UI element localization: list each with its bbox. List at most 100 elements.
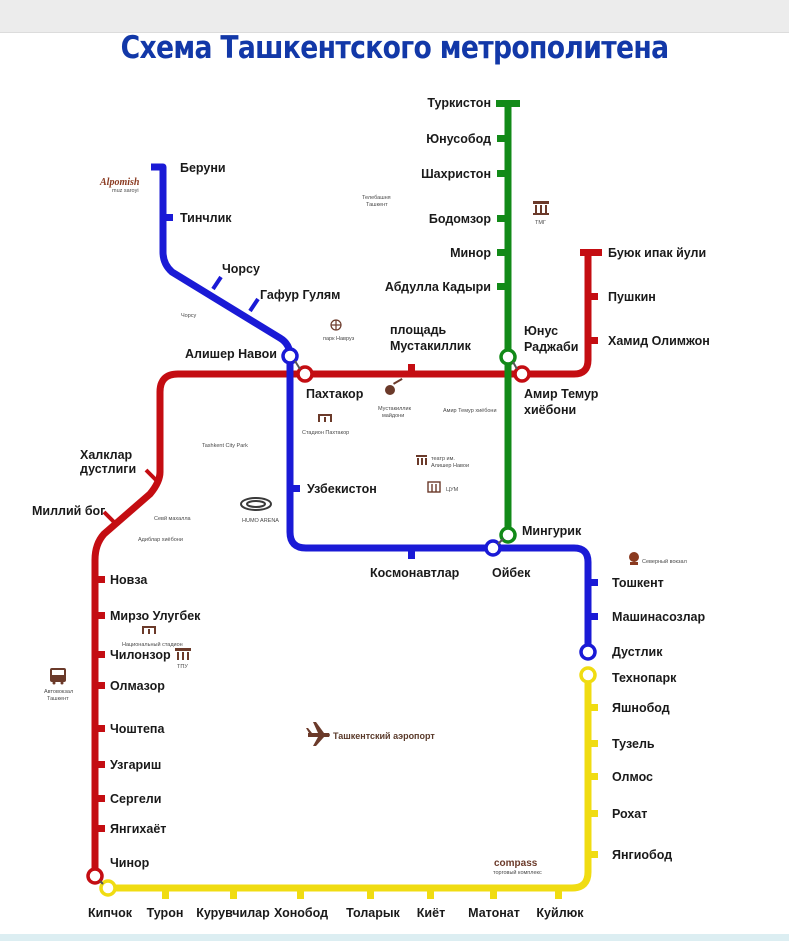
station-label-rohat: Рохат xyxy=(612,807,647,821)
station-tick-novza xyxy=(97,576,105,583)
station-tick-minor xyxy=(497,249,505,256)
station-label-chilonzor: Чилонзор xyxy=(110,648,171,662)
station-label-xalqlar2: дустлиги xyxy=(80,462,136,476)
station-label-yunus2: Раджаби xyxy=(524,340,578,354)
station-label-toshkent: Тошкент xyxy=(612,576,664,590)
interchange-qipchoq xyxy=(99,879,117,897)
landmark-tpu: ТПУ xyxy=(177,664,188,670)
station-tick-bodomzor xyxy=(497,215,505,222)
station-label-xalqlar1: Халклар xyxy=(80,448,133,462)
tmg-icon xyxy=(533,201,549,215)
station-tick-shahriston xyxy=(497,170,505,177)
station-label-qiyot: Киёт xyxy=(417,906,445,920)
station-label-shahriston: Шахристон xyxy=(421,167,491,181)
interchange-texnopark xyxy=(579,666,597,684)
station-tick-yunusobod xyxy=(497,135,505,142)
station-tick-milliy xyxy=(102,510,116,524)
station-tick-quruvchilar xyxy=(230,891,237,899)
landmark-tsum: ЦУМ xyxy=(446,487,459,493)
station-label-alisher: Алишер Навои xyxy=(185,347,277,361)
severny-vokzal-icon xyxy=(629,552,639,565)
station-tick-toshkent xyxy=(590,579,598,586)
station-tick-quyluq xyxy=(555,891,562,899)
station-label-minor: Минор xyxy=(450,246,491,260)
station-label-bodomzor: Бодомзор xyxy=(429,212,491,226)
green-line-ticks xyxy=(497,135,505,290)
station-label-milliy: Миллий бог xyxy=(32,504,105,518)
station-label-turon: Турон xyxy=(147,906,184,920)
landmark-tmg: ТМГ xyxy=(535,220,546,226)
landmark-adiblar: Адиблар хиёбони xyxy=(138,537,183,543)
theatre-icon xyxy=(416,455,427,465)
station-tick-pushkin xyxy=(590,293,598,300)
station-tick-kosmonavtlar xyxy=(408,551,415,559)
landmark-park-navruz: парк Навруз xyxy=(323,336,355,342)
station-label-uzbekiston: Узбекистон xyxy=(307,482,377,496)
station-label-yunusobod: Юнусобод xyxy=(426,132,491,146)
station-tick-xalqlar xyxy=(144,468,158,482)
red-line-ticks xyxy=(97,293,598,832)
landmark-avtovokzal-2: Ташкент xyxy=(47,696,69,702)
station-tick-mashinasozlar xyxy=(590,613,598,620)
green-terminus-cap xyxy=(496,100,520,107)
station-tick-uzgarish xyxy=(97,761,105,768)
landmark-mustaqillik-1: Мустакиллик xyxy=(378,406,412,412)
interchange-link-mingurik-oybek xyxy=(497,538,504,545)
station-tick-tolariq xyxy=(367,891,374,899)
station-tick-yangiobod xyxy=(590,851,598,858)
landmark-airport: Ташкентский аэропорт xyxy=(333,731,435,741)
landmark-humo-arena: HUMO ARENA xyxy=(242,518,279,524)
station-label-gafur: Гафур Гулям xyxy=(260,288,340,302)
station-label-tolariq: Толарык xyxy=(346,906,400,920)
bottom-bar xyxy=(0,934,789,941)
station-label-mashinasozlar: Машинасозлар xyxy=(612,610,705,624)
landmark-tv-tower-1: Телебашня xyxy=(362,195,391,201)
station-label-quruvchilar: Курувчилар xyxy=(196,906,270,920)
station-tick-abdulla xyxy=(497,283,505,290)
station-label-olmos: Олмос xyxy=(612,770,653,784)
station-label-yangihayot: Янгихаёт xyxy=(110,822,166,836)
station-label-chinor: Чинор xyxy=(110,856,150,870)
station-tick-xonobod xyxy=(297,891,304,899)
landmark-stadion-paxtakor: Стадион Пахтакор xyxy=(302,430,349,436)
landmark-tashkent-city-park: Tashkent City Park xyxy=(202,443,248,449)
landmark-severny-vokzal: Северный вокзал xyxy=(642,558,687,565)
interchange-alisher-navoi xyxy=(281,347,299,365)
landmark-compass: compass xyxy=(494,858,538,869)
tsum-icon xyxy=(427,481,441,493)
station-label-kosmonavtlar: Космонавтлар xyxy=(370,566,460,580)
station-label-chorsu: Чорсу xyxy=(222,262,260,276)
station-tick-mustaqillik xyxy=(408,364,415,371)
landmark-chorsu: Чорсу xyxy=(181,313,197,319)
monument-icon xyxy=(385,378,403,395)
station-tick-gafur xyxy=(248,297,260,313)
station-label-dustlik: Дустлик xyxy=(612,645,663,659)
station-tick-yangihayot xyxy=(97,825,105,832)
station-tick-olmos xyxy=(590,773,598,780)
station-label-yashnobod: Яшнобод xyxy=(612,701,670,715)
airplane-icon xyxy=(306,722,330,746)
station-tick-turon xyxy=(162,891,169,899)
station-label-mustaqillik1: площадь xyxy=(390,323,447,337)
station-tick-chilonzor xyxy=(97,651,105,658)
station-label-xonobod: Хонобод xyxy=(274,906,328,920)
landmark-teatr-1: театр им. xyxy=(431,456,455,462)
landmark-alpomish: Alpomish muz saroyi xyxy=(99,177,140,194)
station-label-oybek: Ойбек xyxy=(492,566,531,580)
station-label-mustaqillik2: Мустакиллик xyxy=(390,339,472,353)
landmark-mustaqillik-2: майдони xyxy=(382,412,404,419)
interchange-paxtakor xyxy=(296,365,314,383)
station-tick-rohat xyxy=(590,810,598,817)
station-label-quyluq: Куйлюк xyxy=(536,906,584,920)
interchange-link-yunus-amir xyxy=(512,361,518,370)
station-label-yunus1: Юнус xyxy=(524,324,558,338)
interchange-link-chinor-qipchoq xyxy=(99,880,104,885)
alpomish-subtext: muz saroyi xyxy=(112,188,139,194)
humo-arena-icon xyxy=(240,497,272,511)
station-tick-uzbekiston xyxy=(292,485,300,492)
interchange-dustlik xyxy=(579,643,597,661)
landmark-tv-tower-2: Ташкент xyxy=(366,202,388,208)
interchange-link-navoi-paxtakor xyxy=(294,360,301,370)
map-title: Схема Ташкентского метрополитена xyxy=(120,30,669,66)
interchange-oybek xyxy=(484,539,502,557)
